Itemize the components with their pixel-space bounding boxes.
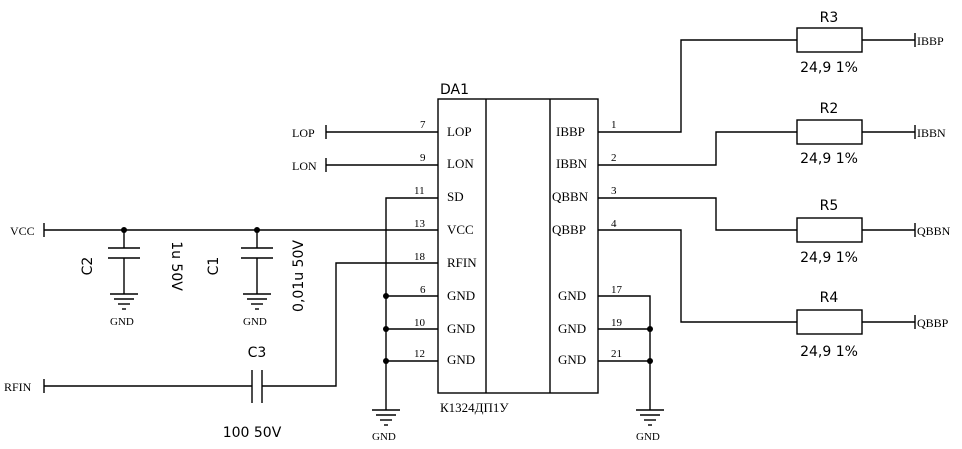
pin-num-3: 3	[611, 185, 617, 197]
pin-name-sd: SD	[447, 189, 464, 204]
net-qbbn: QBBN	[598, 197, 951, 238]
net-qbbp: QBBP	[598, 229, 949, 330]
pin-num-11: 11	[414, 185, 425, 197]
r2-value-label: 24,9 1%	[800, 151, 858, 167]
chip-ref-label: DA1	[440, 82, 469, 98]
r4-ref-label: R4	[820, 290, 839, 306]
pin-num-4: 4	[611, 218, 617, 230]
junction-dot	[383, 293, 389, 299]
net-sd-gnd-left	[383, 197, 438, 400]
chip-da1: DA1 К1324ДП1У	[437, 82, 599, 415]
gnd-label-c1: GND	[243, 316, 267, 328]
junction-dot	[647, 358, 653, 364]
pin-num-7: 7	[420, 119, 426, 131]
pin-num-2: 2	[611, 152, 617, 164]
c1-value-label: 0,01u 50V	[291, 240, 307, 312]
net-vcc: VCC	[10, 223, 438, 238]
resistor-r5: R5 24,9 1%	[796, 198, 863, 266]
chip-part-label: К1324ДП1У	[440, 400, 509, 415]
chip-left-pin-numbers: 7 9 11 13 18 6 10 12	[414, 119, 426, 360]
pin-name-qbbn: QBBN	[552, 189, 589, 204]
pin-num-18: 18	[414, 251, 426, 263]
port-rfin-label: RFIN	[4, 380, 32, 394]
ground-symbol-left: GND	[372, 400, 400, 443]
net-ibbn: IBBN	[598, 125, 946, 166]
ground-symbol-c1: GND	[243, 293, 271, 328]
pin-name-vcc: VCC	[447, 222, 474, 237]
r2-ref-label: R2	[820, 101, 839, 117]
pin-num-13: 13	[414, 218, 426, 230]
port-ibbp-label: IBBP	[917, 34, 944, 48]
ground-symbol-c2: GND	[110, 293, 138, 328]
port-qbbp-label: QBBP	[917, 316, 949, 330]
r3-value-label: 24,9 1%	[800, 60, 858, 76]
chip-right-pin-names: IBBP IBBN QBBN QBBP GND GND GND	[552, 124, 589, 367]
pin-num-6: 6	[420, 284, 426, 296]
junction-dot	[383, 326, 389, 332]
gnd-label-c2: GND	[110, 316, 134, 328]
pin-name-lop: LOP	[447, 124, 472, 139]
net-rfin: RFIN	[4, 262, 438, 394]
pin-name-gnd-17: GND	[558, 288, 586, 303]
c3-value-label: 100 50V	[223, 425, 282, 441]
port-qbbn-label: QBBN	[917, 224, 951, 238]
port-lop-label: LOP	[292, 126, 315, 140]
pin-num-10: 10	[414, 317, 426, 329]
resistor-r4: R4 24,9 1%	[796, 290, 863, 360]
chip-left-pin-names: LOP LON SD VCC RFIN GND GND GND	[447, 124, 477, 367]
c2-ref-label: C2	[80, 257, 96, 276]
capacitor-c3: C3 100 50V	[223, 345, 282, 441]
capacitor-c1: C1 0,01u 50V	[206, 230, 307, 312]
net-ibbp: IBBP	[598, 33, 944, 133]
pin-num-9: 9	[420, 152, 426, 164]
chip-right-pin-numbers: 1 2 3 4 17 19 21	[611, 119, 623, 360]
pin-name-lon: LON	[447, 156, 474, 171]
port-lon-label: LON	[292, 159, 317, 173]
gnd-label-left: GND	[372, 431, 396, 443]
port-ibbn-label: IBBN	[917, 126, 946, 140]
net-lon: LON	[292, 158, 438, 173]
pin-name-gnd-10: GND	[447, 321, 475, 336]
pin-name-rfin: RFIN	[447, 255, 477, 270]
port-vcc-label: VCC	[10, 224, 35, 238]
r4-value-label: 24,9 1%	[800, 344, 858, 360]
r5-value-label: 24,9 1%	[800, 250, 858, 266]
ground-symbol-right: GND	[636, 409, 664, 443]
junction-dot	[383, 358, 389, 364]
pin-num-21: 21	[611, 348, 622, 360]
pin-num-1: 1	[611, 119, 617, 131]
gnd-label-right: GND	[636, 431, 660, 443]
junction-dot	[647, 326, 653, 332]
c1-ref-label: C1	[206, 257, 222, 276]
pin-name-gnd-21: GND	[558, 352, 586, 367]
c2-value-label: 1u 50V	[168, 241, 184, 291]
pin-name-qbbp: QBBP	[552, 222, 586, 237]
pin-num-19: 19	[611, 317, 623, 329]
chip-outline	[437, 98, 599, 394]
pin-name-gnd-12: GND	[447, 352, 475, 367]
net-gnd-right	[598, 295, 653, 410]
r5-ref-label: R5	[820, 198, 839, 214]
r3-ref-label: R3	[820, 10, 839, 26]
pin-name-gnd-19: GND	[558, 321, 586, 336]
resistor-r3: R3 24,9 1%	[796, 10, 863, 76]
c3-ref-label: C3	[248, 345, 267, 361]
resistor-r2: R2 24,9 1%	[796, 101, 863, 167]
pin-name-ibbn: IBBN	[556, 156, 588, 171]
pin-name-ibbp: IBBP	[556, 124, 585, 139]
pin-name-gnd-6: GND	[447, 288, 475, 303]
pin-num-12: 12	[414, 348, 425, 360]
pin-num-17: 17	[611, 284, 623, 296]
capacitor-c2: C2 1u 50V	[80, 230, 184, 294]
net-lop: LOP	[292, 125, 438, 140]
